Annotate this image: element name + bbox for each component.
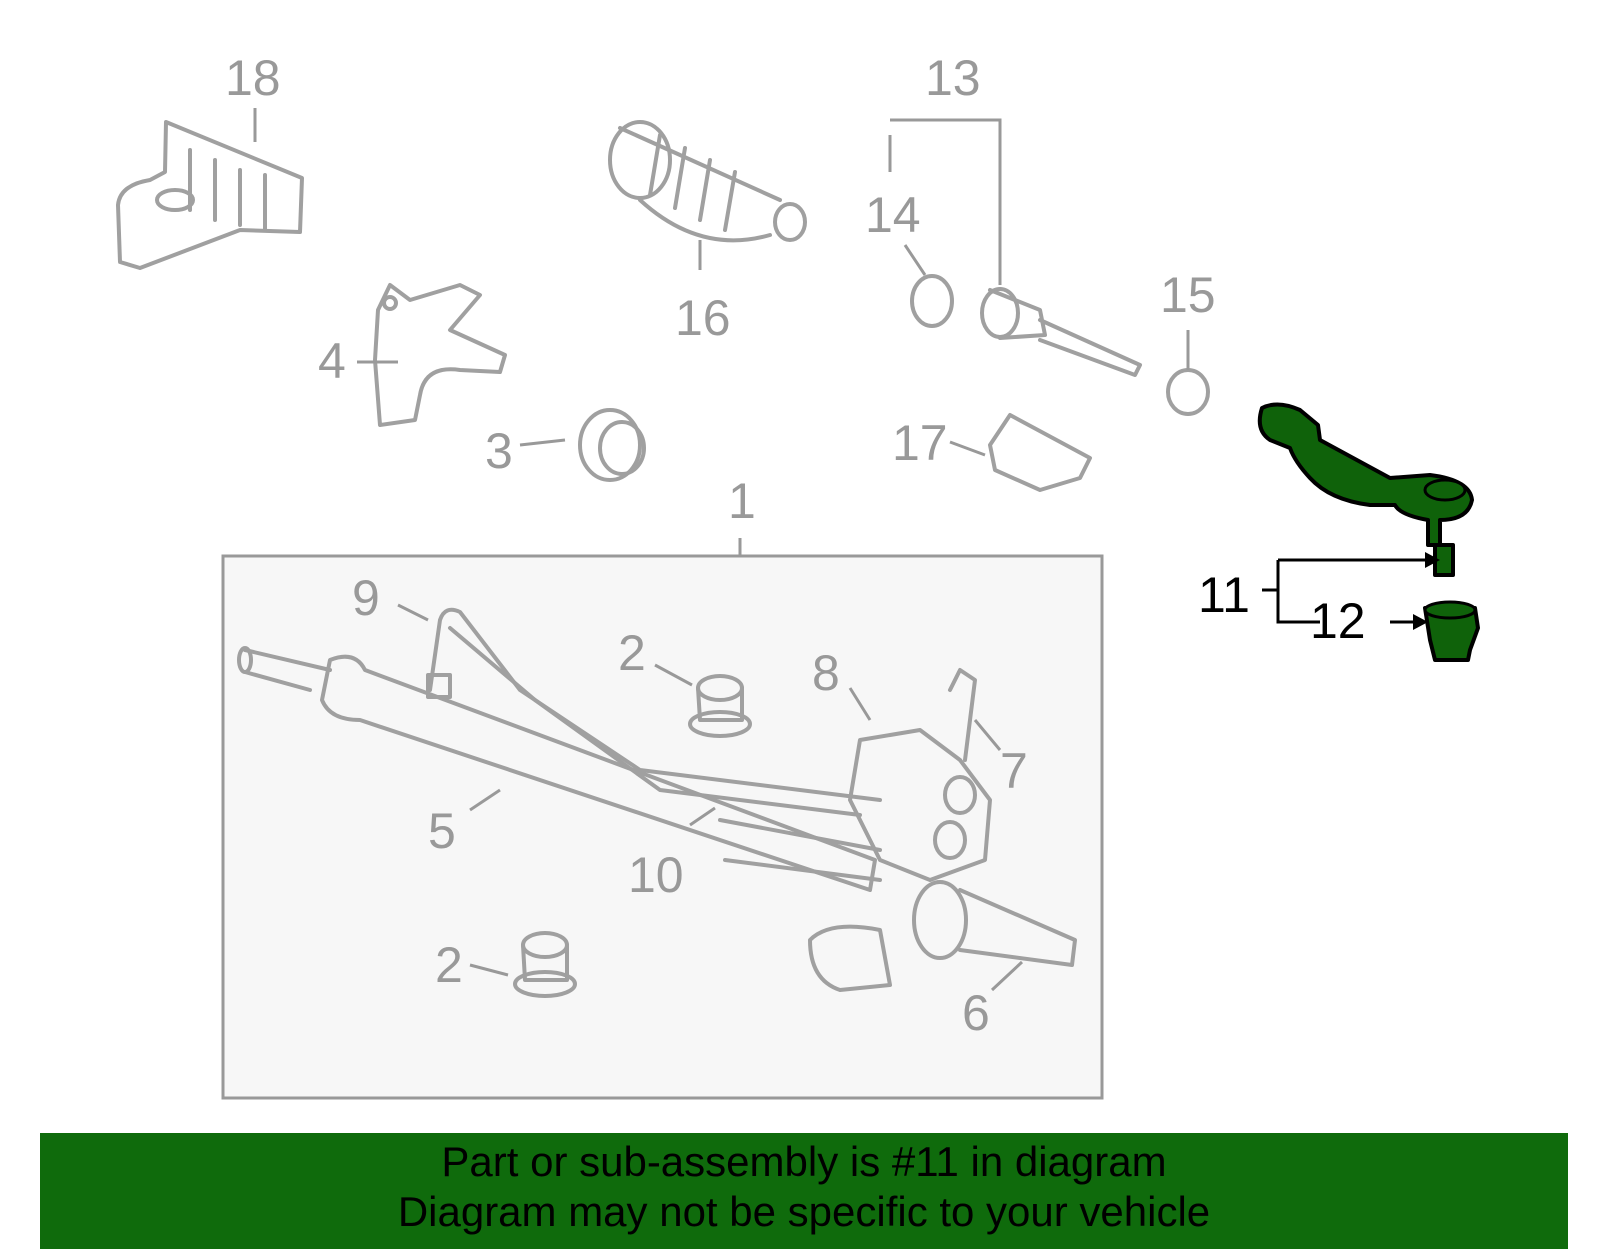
callout-17: 17 xyxy=(892,415,948,471)
part-14-o-ring[interactable] xyxy=(910,274,954,328)
callout-15: 15 xyxy=(1160,267,1216,323)
part-12-dust-boot[interactable] xyxy=(1423,600,1480,662)
callout-6: 6 xyxy=(962,985,990,1041)
leader-lines xyxy=(253,108,1190,992)
callout-9: 9 xyxy=(352,570,380,626)
part-16-boot[interactable] xyxy=(608,120,807,243)
part-11-tie-rod-end[interactable] xyxy=(1257,402,1474,577)
info-banner: Part or sub-assembly is #11 in diagram D… xyxy=(40,1133,1568,1249)
callout-3: 3 xyxy=(485,423,513,479)
part-8-valve-body[interactable] xyxy=(848,668,992,882)
callout-16: 16 xyxy=(675,290,731,346)
callout-14: 14 xyxy=(865,187,921,243)
callout-12: 12 xyxy=(1310,593,1366,649)
banner-line-2: Diagram may not be specific to your vehi… xyxy=(397,1188,1211,1235)
callout-10: 10 xyxy=(628,847,684,903)
callout-7: 7 xyxy=(1000,743,1028,799)
callout-18: 18 xyxy=(225,50,281,106)
part-17-shield[interactable] xyxy=(988,413,1092,492)
assembly-box xyxy=(221,554,1104,1100)
callout-13: 13 xyxy=(925,50,981,106)
part-3-bushing[interactable] xyxy=(578,408,646,482)
part-15-nut[interactable] xyxy=(1166,368,1210,416)
callout-5: 5 xyxy=(428,803,456,859)
part-2-bushing-upper[interactable] xyxy=(688,674,752,738)
callout-2-upper: 2 xyxy=(618,625,646,681)
part-6-tube[interactable] xyxy=(718,818,1077,992)
part-5-rack-housing[interactable] xyxy=(237,646,877,892)
callout-11: 11 xyxy=(1198,567,1250,623)
banner-line-1: Part or sub-assembly is #11 in diagram xyxy=(441,1138,1167,1185)
callout-2-lower: 2 xyxy=(435,937,463,993)
callout-11-leader xyxy=(1262,558,1430,624)
callout-8: 8 xyxy=(812,645,840,701)
part-9-pipe[interactable] xyxy=(426,607,882,817)
part-18-bracket[interactable] xyxy=(116,120,304,270)
part-2-bushing-lower[interactable] xyxy=(513,931,577,998)
callout-1: 1 xyxy=(728,473,756,529)
callout-4: 4 xyxy=(318,333,346,389)
part-13-inner-tie-rod[interactable] xyxy=(980,287,1142,377)
part-4-clamp[interactable] xyxy=(373,283,507,427)
